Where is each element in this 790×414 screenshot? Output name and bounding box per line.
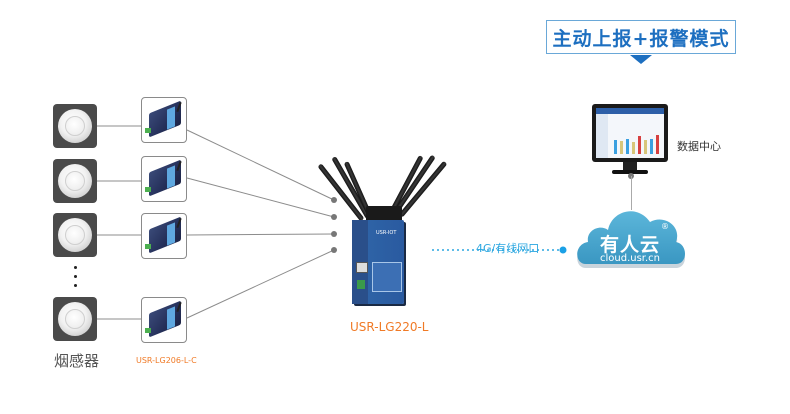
gateway-label-panel	[372, 262, 402, 292]
registered-mark: ®	[661, 222, 669, 231]
antenna-base	[366, 206, 402, 222]
dtu-model-label: USR-LG206-L-C	[136, 356, 197, 365]
dtu-to-gateway-line-3	[186, 233, 335, 236]
connection-label: 4G/有线网口	[476, 242, 540, 255]
terminal-block-icon	[357, 280, 365, 289]
gateway-brand: USR-IOT	[376, 230, 397, 236]
dtu-device-icon	[141, 213, 187, 259]
smoke-detector-icon	[53, 159, 97, 203]
gateway-model-label: USR-LG220-L	[350, 320, 429, 334]
mode-title-banner: 主动上报+报警模式	[546, 20, 736, 54]
dtu-device-icon	[141, 97, 187, 143]
monitor-stand	[623, 162, 637, 170]
gateway-port-dot-3	[331, 231, 337, 237]
monitor-icon	[592, 104, 668, 162]
monitor-base	[612, 170, 648, 174]
gateway-port-dot-4	[331, 247, 337, 253]
dtu-to-gateway-line-1	[186, 129, 335, 201]
mode-title: 主动上报+报警模式	[552, 27, 730, 50]
dtu-to-gateway-line-2	[186, 177, 335, 218]
banner-pointer-icon	[630, 55, 652, 64]
gateway-port-dot-2	[331, 214, 337, 220]
gateway-port-dot-1	[331, 197, 337, 203]
dtu-to-gateway-line-4	[186, 249, 335, 319]
cloud-name: 有人云	[600, 234, 661, 256]
cloud-url: cloud.usr.cn	[600, 253, 661, 264]
cloud-icon	[577, 211, 685, 268]
network-link-dot	[559, 246, 567, 254]
data-center-label: 数据中心	[677, 140, 721, 153]
smoke-detector-icon	[53, 213, 97, 257]
detector-label: 烟感器	[54, 352, 100, 370]
dtu-device-icon	[141, 156, 187, 202]
monitor-to-cloud-line	[631, 176, 632, 210]
smoke-detector-icon	[53, 104, 97, 148]
smoke-detector-icon	[53, 297, 97, 341]
dashboard-screen	[596, 108, 664, 158]
dtu-device-icon	[141, 297, 187, 343]
more-devices-ellipsis	[73, 266, 79, 293]
ethernet-port-icon	[356, 262, 368, 273]
